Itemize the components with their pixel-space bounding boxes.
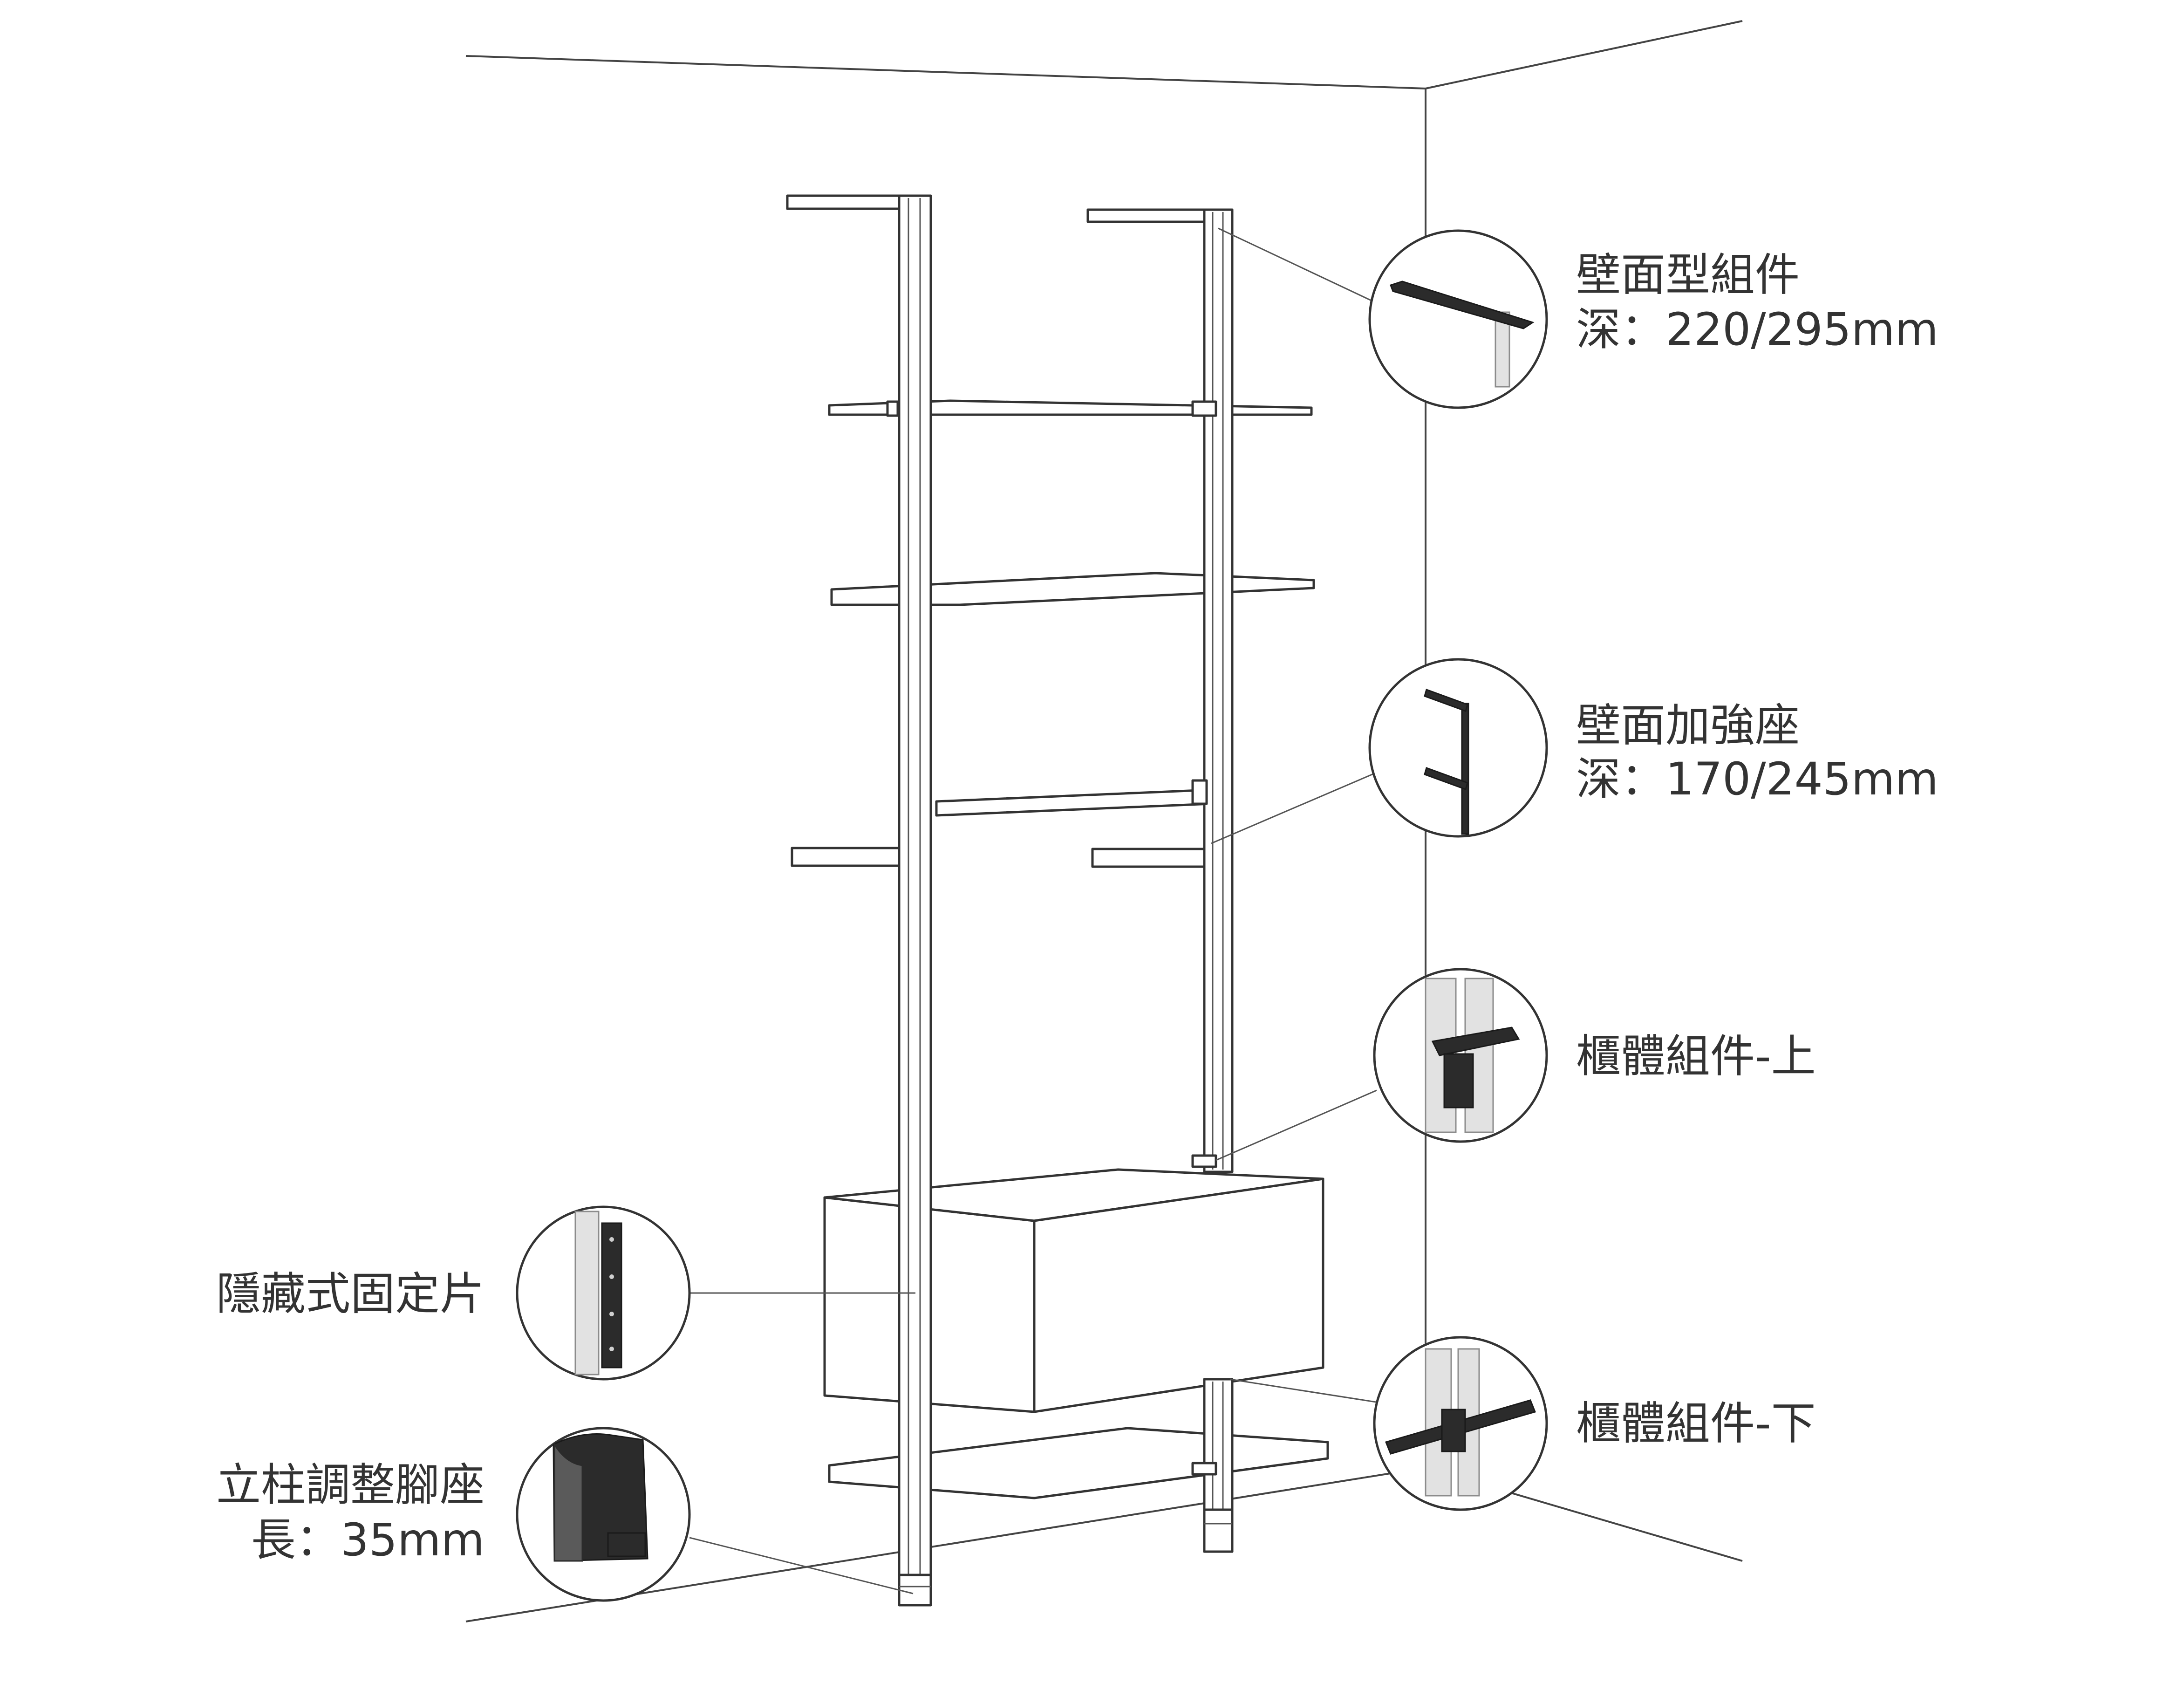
top-bracket-right: [1086, 208, 1208, 223]
shelving-unit: [786, 194, 1329, 1607]
callout-cabinet-upper-name: 櫃體組件-上: [1576, 1030, 1816, 1082]
shelf-2: [830, 572, 1315, 606]
callout-wall-reinforcement-name: 壁面加強座: [1576, 699, 1800, 752]
callout-wall-reinforcement: 壁面加強座 深：170/245mm: [1368, 658, 1938, 838]
callout-leveling-foot-name: 立柱調整腳座: [216, 1459, 485, 1511]
callout-cabinet-lower: 櫃體組件-下: [1373, 1336, 1816, 1511]
wall-reinforcement-icon: [1424, 689, 1469, 835]
hidden-fixing-plate-icon: [574, 1211, 622, 1375]
callout-wall-bracket: 壁面型組件 深：220/295mm: [1368, 229, 1938, 409]
upright-left: [898, 194, 932, 1604]
foot-right: [1203, 1508, 1234, 1553]
callout-wall-bracket-name: 壁面型組件: [1576, 249, 1800, 301]
callout-hidden-fixing-plate-name: 隱藏式固定片: [216, 1268, 485, 1320]
callout-wall-reinforcement-depth: 深：170/245mm: [1576, 753, 1938, 805]
cabinet-upper-bracket-icon: [1425, 978, 1520, 1133]
callout-leveling-foot-length: 長：35mm: [251, 1514, 485, 1566]
callout-hidden-fixing-plate: 隱藏式固定片: [216, 1205, 691, 1381]
foot-left: [898, 1574, 932, 1607]
wall-bracket-icon: [1390, 281, 1535, 388]
callout-wall-bracket-depth: 深：220/295mm: [1576, 303, 1938, 356]
callout-cabinet-lower-name: 櫃體組件-下: [1576, 1397, 1816, 1450]
leader-lines: [689, 227, 1379, 1594]
callout-cabinet-upper: 櫃體組件-上: [1373, 968, 1816, 1143]
callout-leveling-foot: 立柱調整腳座 長：35mm: [216, 1427, 691, 1602]
cabinet-lower-bracket-icon: [1385, 1348, 1536, 1497]
top-bracket-left: [786, 194, 901, 210]
upright-right: [1203, 208, 1234, 1173]
leveling-foot-icon: [553, 1433, 648, 1562]
cabinet-side: [1033, 1177, 1324, 1413]
clothes-rail: [935, 788, 1213, 817]
bracket-mid-left: [791, 847, 903, 867]
bracket-mid-right: [1091, 848, 1206, 868]
